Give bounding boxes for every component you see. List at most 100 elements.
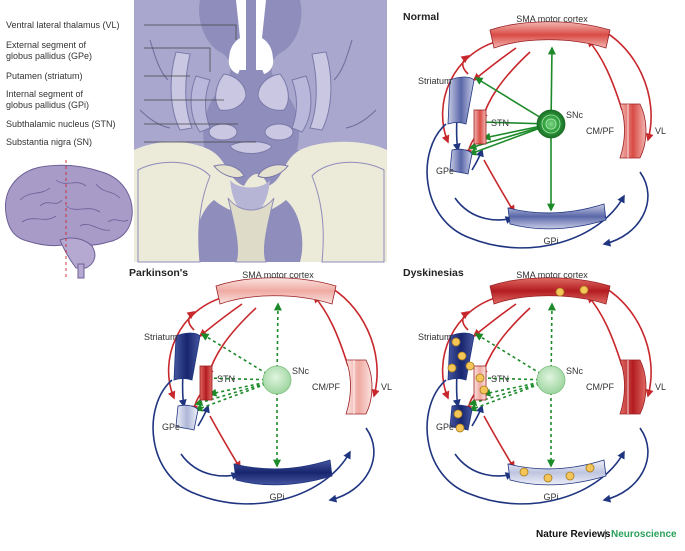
anatomy-label-vl: Ventral lateral thalamus (VL) (6, 20, 120, 30)
sma-cortex-nucleus (215, 277, 337, 305)
gpe-nucleus (449, 148, 473, 175)
striatum-cortex-path (460, 55, 470, 75)
gpe-gpi-loop (454, 197, 514, 224)
gpe-stn-path (197, 404, 210, 427)
striatum-nucleus (173, 332, 201, 381)
dyskinesia-marker (457, 351, 467, 361)
coronal-brain-section (134, 0, 387, 263)
stn-gpi-path (483, 415, 515, 470)
dopamine-projection (474, 77, 552, 125)
label-gpi: GPi (543, 492, 558, 502)
thalamus-cortex-path (312, 294, 349, 367)
label-snc: SNc (566, 366, 584, 376)
label-snc: SNc (292, 366, 310, 376)
gpi-nucleus (507, 459, 607, 486)
striatum-cortex-path (460, 311, 470, 331)
panel-title: Dyskinesias (403, 267, 464, 279)
whole-brain-illustration (5, 160, 133, 280)
dyskinesia-marker (455, 423, 465, 433)
gpe-stn-path (471, 404, 484, 427)
sma-cortex-nucleus (489, 277, 611, 305)
thalamus-gpi-loop (328, 427, 375, 503)
stn-gpi-path (209, 415, 241, 470)
label-sma-motor-cortex: SMA motor cortex (242, 270, 314, 280)
anatomy-label-stn: Subthalamic nucleus (STN) (6, 119, 116, 129)
credit-separator: | (604, 529, 607, 540)
label-stn: STN (491, 374, 509, 384)
dyskinesia-marker (555, 287, 565, 297)
dyskinesia-marker (475, 373, 485, 383)
label-gpi: GPi (269, 492, 284, 502)
snc-ring-inner (545, 118, 557, 130)
cortex-thalamus-loop (323, 283, 380, 398)
dyskinesia-marker (453, 409, 463, 419)
panel-title: Normal (403, 11, 439, 23)
dyskinesia-marker (543, 473, 553, 483)
anatomy-leader-lines (144, 24, 256, 143)
anatomy-label-gpe-line1: External segment of (6, 40, 87, 50)
label-gpe: GPe (436, 422, 454, 432)
gpi-nucleus (233, 459, 333, 486)
cortex-striatum-path (472, 303, 517, 337)
striatum-gpi-outer-loop (426, 379, 625, 505)
thalamus-gpi-loop (602, 427, 649, 503)
label-stn: STN (491, 118, 509, 128)
label-vl: VL (655, 126, 666, 136)
panel-title: Parkinson's (129, 267, 188, 279)
dyskinesia-marker (579, 285, 589, 295)
label-gpe: GPe (436, 166, 454, 176)
dyskinesia-marker (519, 467, 529, 477)
stn-gpi-path (483, 159, 515, 214)
gpe-gpi-loop (180, 453, 240, 480)
anatomy-label-sn: Substantia nigra (SN) (6, 137, 92, 147)
label-gpi: GPi (543, 236, 558, 246)
label-stn: STN (217, 374, 235, 384)
cortex-thalamus-loop (597, 283, 654, 398)
anatomy-label-putamen: Putamen (striatum) (6, 71, 83, 81)
anatomy-label-gpi-line1: Internal segment of (6, 89, 84, 99)
thalamus-gpi-loop (602, 171, 649, 247)
label-cm-pf: CM/PF (312, 382, 341, 392)
label-striatum: Striatum (418, 332, 452, 342)
dyskinesia-marker (565, 471, 575, 481)
sma-cortex-nucleus (489, 21, 611, 49)
dyskinesia-marker (479, 385, 489, 395)
stn-nucleus (473, 365, 487, 401)
snc-ring (541, 114, 561, 134)
label-vl: VL (655, 382, 666, 392)
vl-thalamus-nucleus (345, 359, 373, 415)
stn-nucleus (473, 109, 487, 145)
stn-nucleus (199, 365, 213, 401)
cortex-striatum-path (472, 47, 517, 81)
dyskinesia-marker (465, 361, 475, 371)
anatomy-labels: Ventral lateral thalamus (VL) External s… (6, 20, 120, 147)
label-sma-motor-cortex: SMA motor cortex (516, 14, 588, 24)
label-gpe: GPe (162, 422, 180, 432)
dyskinesia-marker (451, 337, 461, 347)
label-cm-pf: CM/PF (586, 126, 615, 136)
dyskinesia-marker (585, 463, 595, 473)
thalamus-cortex-path (586, 38, 623, 111)
snc-nucleus (536, 365, 566, 395)
label-striatum: Striatum (418, 76, 452, 86)
anatomy-label-gpi-line2: globus pallidus (GPi) (6, 100, 89, 110)
label-striatum: Striatum (144, 332, 178, 342)
vl-thalamus-nucleus (619, 103, 647, 159)
striatum-gpi-outer-loop (152, 379, 351, 505)
gpi-nucleus (507, 203, 607, 230)
label-sma-motor-cortex: SMA motor cortex (516, 270, 588, 280)
snc-nucleus (262, 365, 292, 395)
journal-section: Neuroscience (611, 529, 677, 540)
thalamus-cortex-path (586, 294, 623, 367)
gpe-gpi-loop (454, 453, 514, 480)
cortex-striatum-path (198, 303, 243, 337)
gpe-stn-path (471, 148, 484, 171)
snc-nucleus (536, 109, 566, 139)
striatum-gpi-outer-loop (426, 123, 625, 249)
cortex-thalamus-loop (597, 27, 654, 142)
label-vl: VL (381, 382, 392, 392)
